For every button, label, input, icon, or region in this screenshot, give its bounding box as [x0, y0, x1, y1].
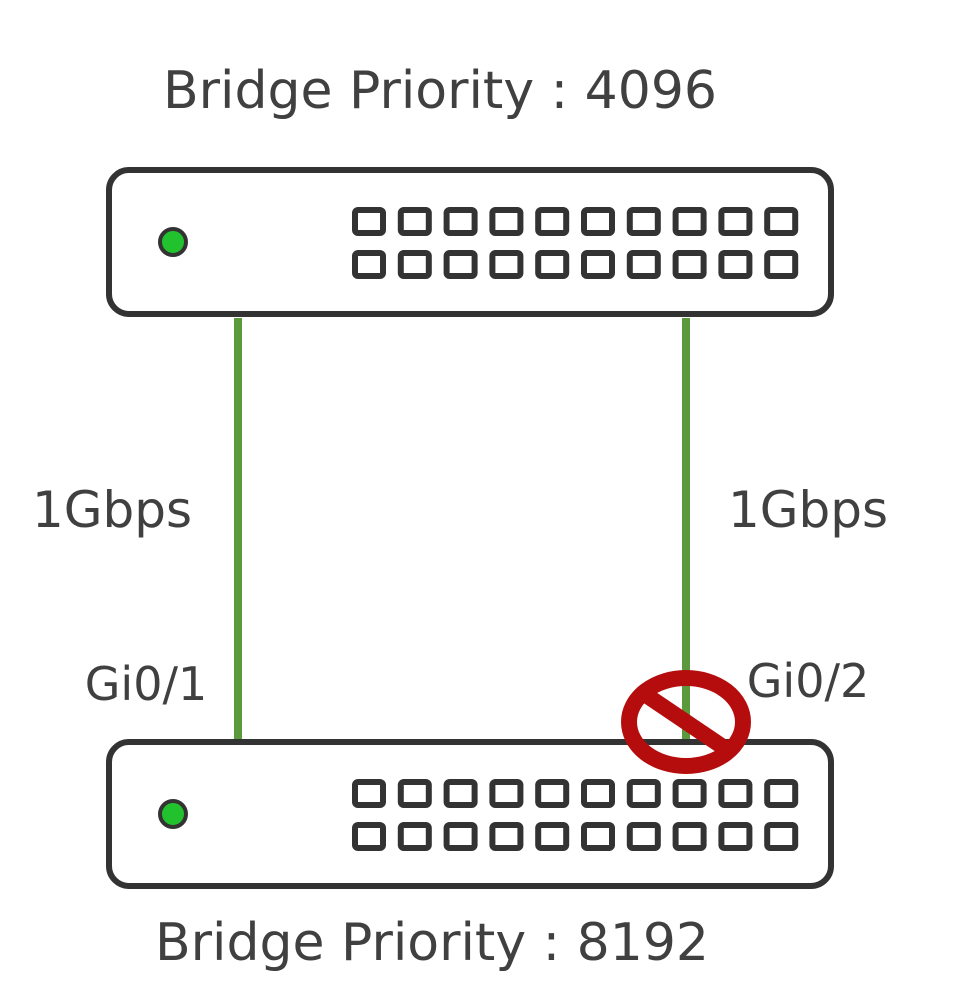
switch-port	[764, 207, 799, 236]
switch-port	[626, 779, 661, 808]
link-right-speed-label: 1Gbps	[728, 481, 888, 539]
switch-port	[581, 822, 615, 851]
switch-port	[352, 779, 386, 808]
status-led-icon	[158, 227, 188, 257]
link-left-speed-label: 1Gbps	[32, 481, 192, 539]
switch-port	[352, 822, 386, 851]
switch-port	[581, 250, 615, 279]
top-switch-priority-label: Bridge Priority : 4096	[163, 61, 717, 121]
switch-port	[535, 822, 570, 851]
switch-port	[443, 207, 478, 236]
switch-port	[535, 779, 570, 808]
switch-port	[352, 207, 386, 236]
switch-port	[581, 207, 615, 236]
switch-ports-bottom	[352, 779, 799, 851]
switch-port	[489, 779, 524, 808]
bottom-switch-priority-label: Bridge Priority : 8192	[155, 913, 709, 973]
switch-port	[626, 207, 661, 236]
switch-port	[443, 250, 478, 279]
switch-port	[581, 779, 615, 808]
port-left-label: Gi0/1	[85, 657, 207, 711]
switch-port	[718, 250, 753, 279]
switch-port	[489, 822, 524, 851]
port-right-label: Gi0/2	[747, 654, 869, 708]
switch-port	[718, 822, 753, 851]
switch-port	[535, 250, 570, 279]
network-switch-icon	[106, 167, 834, 317]
switch-port	[489, 250, 524, 279]
switch-port	[672, 250, 707, 279]
switch-port	[489, 207, 524, 236]
switch-port	[672, 779, 707, 808]
switch-port	[672, 822, 707, 851]
switch-port	[626, 250, 661, 279]
switch-port	[397, 822, 432, 851]
bottom-switch	[106, 739, 834, 889]
switch-port	[764, 250, 799, 279]
switch-port	[718, 779, 753, 808]
switch-port	[764, 779, 799, 808]
switch-port	[443, 822, 478, 851]
switch-port	[352, 250, 386, 279]
switch-port	[718, 207, 753, 236]
switch-port	[764, 822, 799, 851]
switch-ports-top	[352, 207, 799, 279]
switch-port	[443, 779, 478, 808]
switch-port	[535, 207, 570, 236]
switch-port	[397, 779, 432, 808]
blocked-port-icon	[621, 670, 751, 774]
switch-port	[397, 207, 432, 236]
top-switch	[106, 167, 834, 317]
switch-port	[397, 250, 432, 279]
status-led-icon	[158, 799, 188, 829]
switch-port	[626, 822, 661, 851]
switch-port	[672, 207, 707, 236]
